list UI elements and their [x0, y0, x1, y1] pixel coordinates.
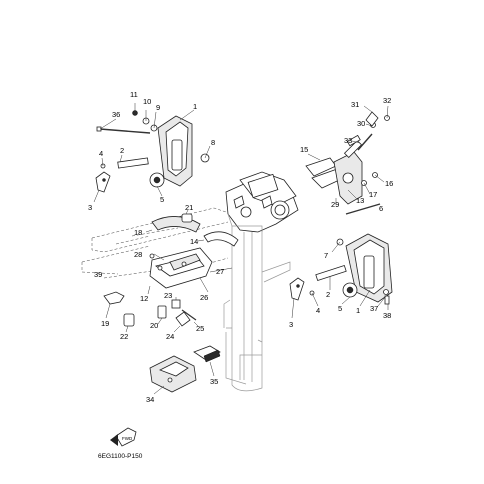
callout-18: 18 — [134, 228, 142, 237]
left-mount-assembly — [93, 103, 211, 203]
diagram-code: 6EG1100-P150 — [98, 453, 143, 460]
callout-31: 31 — [351, 100, 359, 109]
callout-22: 22 — [120, 332, 128, 341]
callout-13: 13 — [356, 196, 364, 205]
callout-19: 19 — [101, 319, 109, 328]
callout-4: 4 — [99, 149, 103, 158]
callout-37: 37 — [370, 304, 378, 313]
callout-14: 14 — [190, 237, 198, 246]
callout-32: 32 — [383, 96, 391, 105]
callout-5: 5 — [160, 195, 164, 204]
lower-small-parts — [103, 291, 199, 333]
drive-shaft-housing — [223, 226, 291, 392]
lower-assembly-outline — [81, 245, 229, 279]
callout-17: 17 — [369, 190, 377, 199]
callout-29: 29 — [331, 200, 339, 209]
callout-3b: 3 — [289, 320, 293, 329]
callout-36: 36 — [112, 110, 120, 119]
right-lower-mount — [289, 233, 393, 319]
callout-28: 28 — [134, 250, 142, 259]
callout-38: 38 — [383, 311, 391, 320]
callout-10: 10 — [143, 97, 151, 106]
callout-7: 7 — [324, 251, 328, 260]
assembly-outline — [91, 207, 229, 253]
lower-brackets — [149, 345, 221, 395]
callout-27: 27 — [216, 267, 224, 276]
callout-15: 15 — [300, 145, 308, 154]
callout-34: 34 — [146, 395, 154, 404]
fwd-arrow-icon: FWD — [110, 427, 137, 447]
callout-6: 6 — [379, 204, 383, 213]
fwd-label: FWD — [122, 436, 133, 441]
leader-dashes-upper — [115, 227, 179, 245]
callout-12: 12 — [140, 294, 148, 303]
callout-21: 21 — [185, 203, 193, 212]
upper-casing — [225, 171, 299, 233]
steering-bracket — [147, 247, 233, 295]
lower-mount-cushions — [145, 209, 239, 247]
callout-1: 1 — [193, 102, 197, 111]
callout-35: 35 — [210, 377, 218, 386]
callout-33: 33 — [344, 136, 352, 145]
callout-11: 11 — [130, 90, 138, 99]
callout-2b: 2 — [326, 290, 330, 299]
callout-26: 26 — [200, 293, 208, 302]
callout-16: 16 — [385, 179, 393, 188]
callouts: 1 2 3 4 5 8 9 10 11 36 15 31 32 30 33 16… — [88, 90, 393, 460]
callout-25: 25 — [196, 324, 204, 333]
callout-39: 39 — [94, 270, 102, 279]
callout-4b: 4 — [316, 306, 320, 315]
callout-2: 2 — [120, 146, 124, 155]
callout-8: 8 — [211, 138, 215, 147]
callout-5b: 5 — [338, 304, 342, 313]
callout-9: 9 — [156, 103, 160, 112]
callout-30: 30 — [357, 119, 365, 128]
callout-23: 23 — [164, 291, 172, 300]
right-upper-mount — [305, 105, 390, 215]
callout-24: 24 — [166, 332, 174, 341]
callout-3: 3 — [88, 203, 92, 212]
callout-20: 20 — [150, 321, 158, 330]
callout-1b: 1 — [356, 306, 360, 315]
